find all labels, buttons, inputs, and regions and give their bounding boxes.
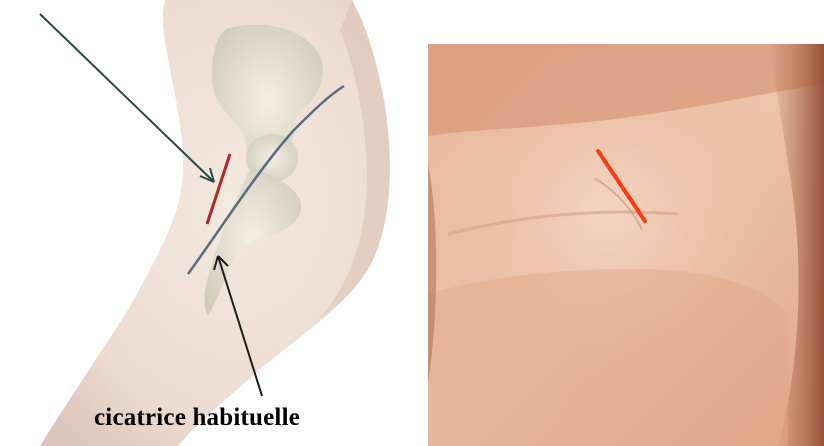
- hip-photo-panel: [428, 44, 824, 446]
- skin-photo: [428, 44, 824, 446]
- caption-usual-scar: cicatrice habituelle: [94, 404, 300, 432]
- thigh-shadow: [428, 269, 788, 446]
- hip-anatomy-illustration: [0, 0, 410, 446]
- hip-illustration-panel: cicatrice habituelle: [0, 0, 410, 446]
